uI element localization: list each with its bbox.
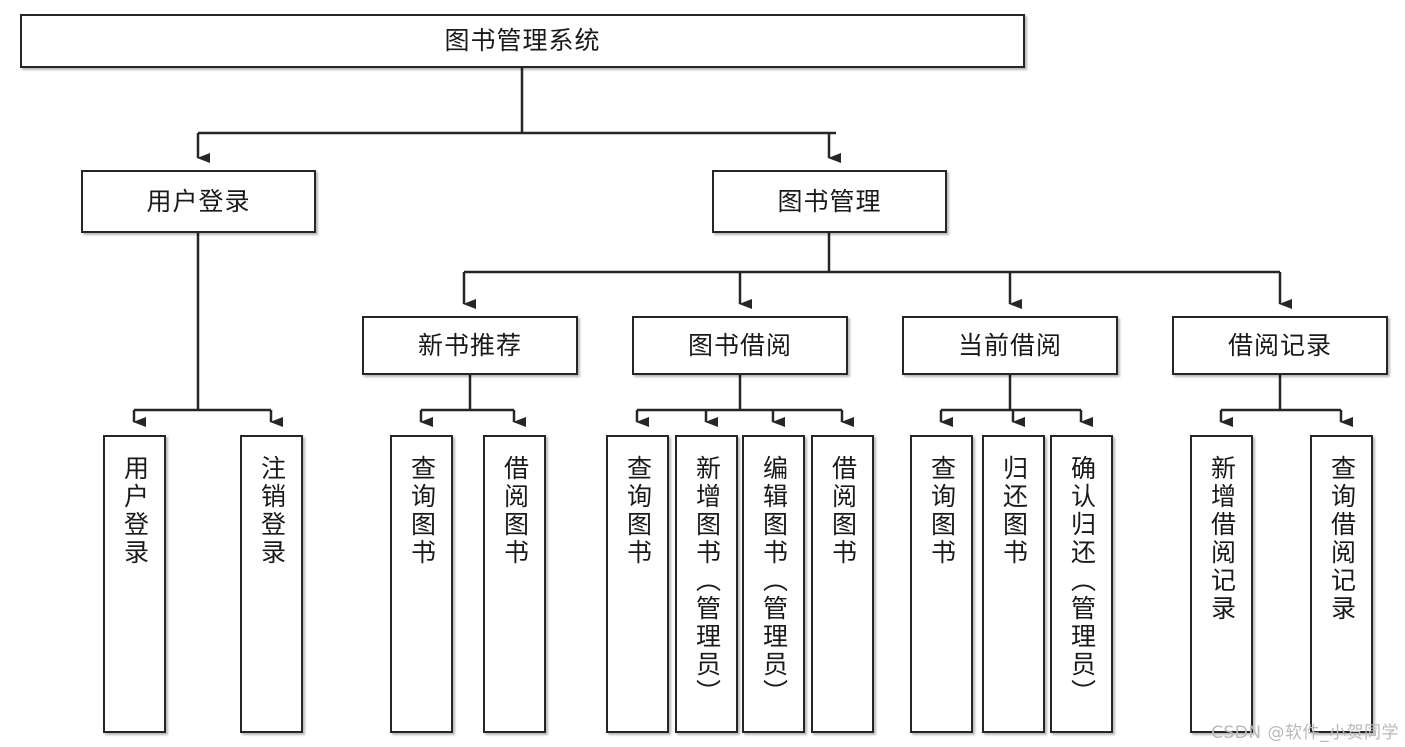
node-label: 当前借阅 [957,330,1062,360]
node-label: 图书管理系统 [444,26,601,56]
node-label: 用户登录 [146,186,251,216]
node-new-book-recommend[interactable]: 新书推荐 [362,316,578,375]
node-current-borrow[interactable]: 当前借阅 [902,316,1118,375]
leaf-query-book-current[interactable]: 查询图书 [910,435,973,733]
node-label: 查询借阅记录 [1327,455,1357,623]
node-label: 借阅图书 [500,455,530,567]
node-root-system[interactable]: 图书管理系统 [20,14,1025,68]
node-label: 查询图书 [407,455,437,567]
leaf-borrow-book-newbook[interactable]: 借阅图书 [483,435,546,733]
node-label: 查询图书 [927,455,957,567]
node-label: 图书借阅 [687,330,792,360]
leaf-user-login[interactable]: 用户登录 [103,435,166,733]
leaf-confirm-return-admin[interactable]: 确认归还（管理员） [1050,435,1113,733]
node-book-borrow[interactable]: 图书借阅 [632,316,848,375]
node-label: 确认归还（管理员） [1067,455,1097,707]
node-label: 编辑图书（管理员） [759,455,789,707]
leaf-return-book[interactable]: 归还图书 [982,435,1045,733]
leaf-query-book-borrow[interactable]: 查询图书 [606,435,669,733]
leaf-add-book-admin[interactable]: 新增图书（管理员） [675,435,738,733]
node-label: 借阅图书 [828,455,858,567]
leaf-borrow-book[interactable]: 借阅图书 [811,435,874,733]
node-label: 新书推荐 [417,330,522,360]
node-label: 新增图书（管理员） [692,455,722,707]
node-user-login[interactable]: 用户登录 [81,170,316,233]
node-label: 注销登录 [257,455,287,567]
leaf-edit-book-admin[interactable]: 编辑图书（管理员） [742,435,805,733]
node-label: 图书管理 [777,186,882,216]
node-label: 归还图书 [999,455,1029,567]
leaf-logout[interactable]: 注销登录 [240,435,303,733]
node-label: 新增借阅记录 [1207,455,1237,623]
node-borrow-record[interactable]: 借阅记录 [1172,316,1388,375]
leaf-query-book-newbook[interactable]: 查询图书 [390,435,453,733]
node-label: 借阅记录 [1227,330,1332,360]
leaf-add-borrow-record[interactable]: 新增借阅记录 [1190,435,1253,733]
node-label: 查询图书 [623,455,653,567]
node-book-management[interactable]: 图书管理 [712,170,947,233]
leaf-query-borrow-record[interactable]: 查询借阅记录 [1310,435,1373,733]
node-label: 用户登录 [120,455,150,567]
